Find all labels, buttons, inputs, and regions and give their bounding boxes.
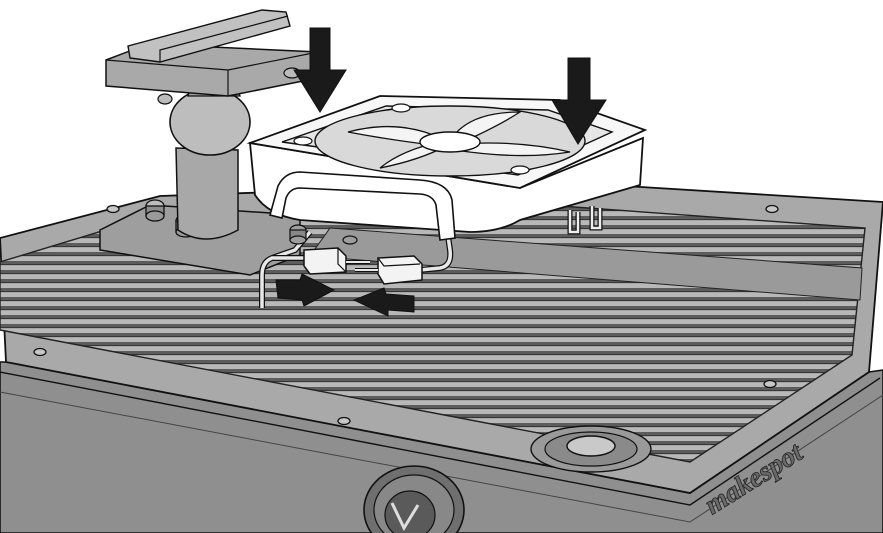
panel-screws (33, 204, 779, 426)
right-arrow-icon (275, 273, 336, 307)
down-arrow-icon (551, 57, 607, 145)
down-arrow-icon (293, 27, 347, 113)
mount-ball (169, 88, 251, 156)
fan-cable-assembly (259, 230, 454, 308)
left-arrow-icon (352, 287, 415, 317)
fan-module (246, 95, 648, 245)
mount-post (175, 147, 239, 240)
cable-connector-left (303, 247, 370, 275)
cable-connector-right (355, 255, 423, 285)
panel-front-lip (0, 371, 881, 506)
adjustment-knob (363, 465, 465, 533)
ball-head-mount (99, 9, 319, 276)
fan-hub (419, 131, 481, 153)
fan-bracket (269, 171, 456, 241)
panel-round-pad (530, 425, 652, 473)
mount-rail (127, 9, 291, 63)
